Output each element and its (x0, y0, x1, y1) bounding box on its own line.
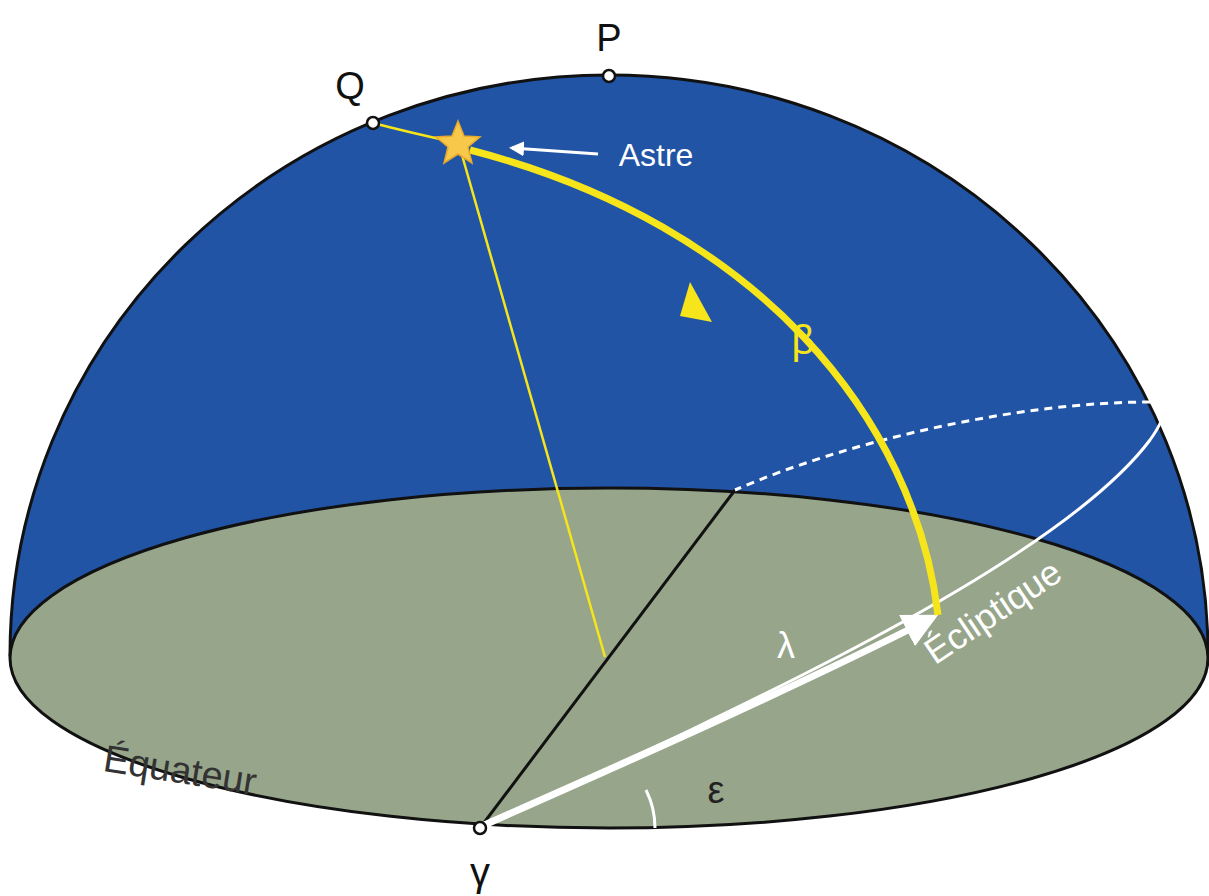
star-icon (436, 121, 480, 163)
obliquity-arc (646, 790, 655, 828)
longitude-label: λ (777, 628, 795, 664)
ecliptic-hidden (735, 402, 1150, 490)
pole-label: P (596, 19, 621, 57)
latitude-arc (470, 150, 938, 615)
latitude-arrowhead (680, 282, 712, 322)
latitude-label: β (791, 320, 814, 360)
longitude-arrow (482, 618, 932, 826)
node-line (480, 490, 735, 828)
point-label: Q (335, 67, 365, 105)
point-q (367, 117, 379, 129)
vernal-point (474, 822, 486, 834)
star-label: Astre (619, 139, 694, 171)
star-radius (460, 148, 605, 657)
ecliptic (480, 402, 1163, 828)
obliquity-label: ε (708, 771, 725, 809)
vernal-label: γ (470, 852, 490, 892)
pointer-arrow (512, 148, 598, 154)
equator-plane (10, 488, 1208, 828)
pole-point (603, 70, 615, 82)
